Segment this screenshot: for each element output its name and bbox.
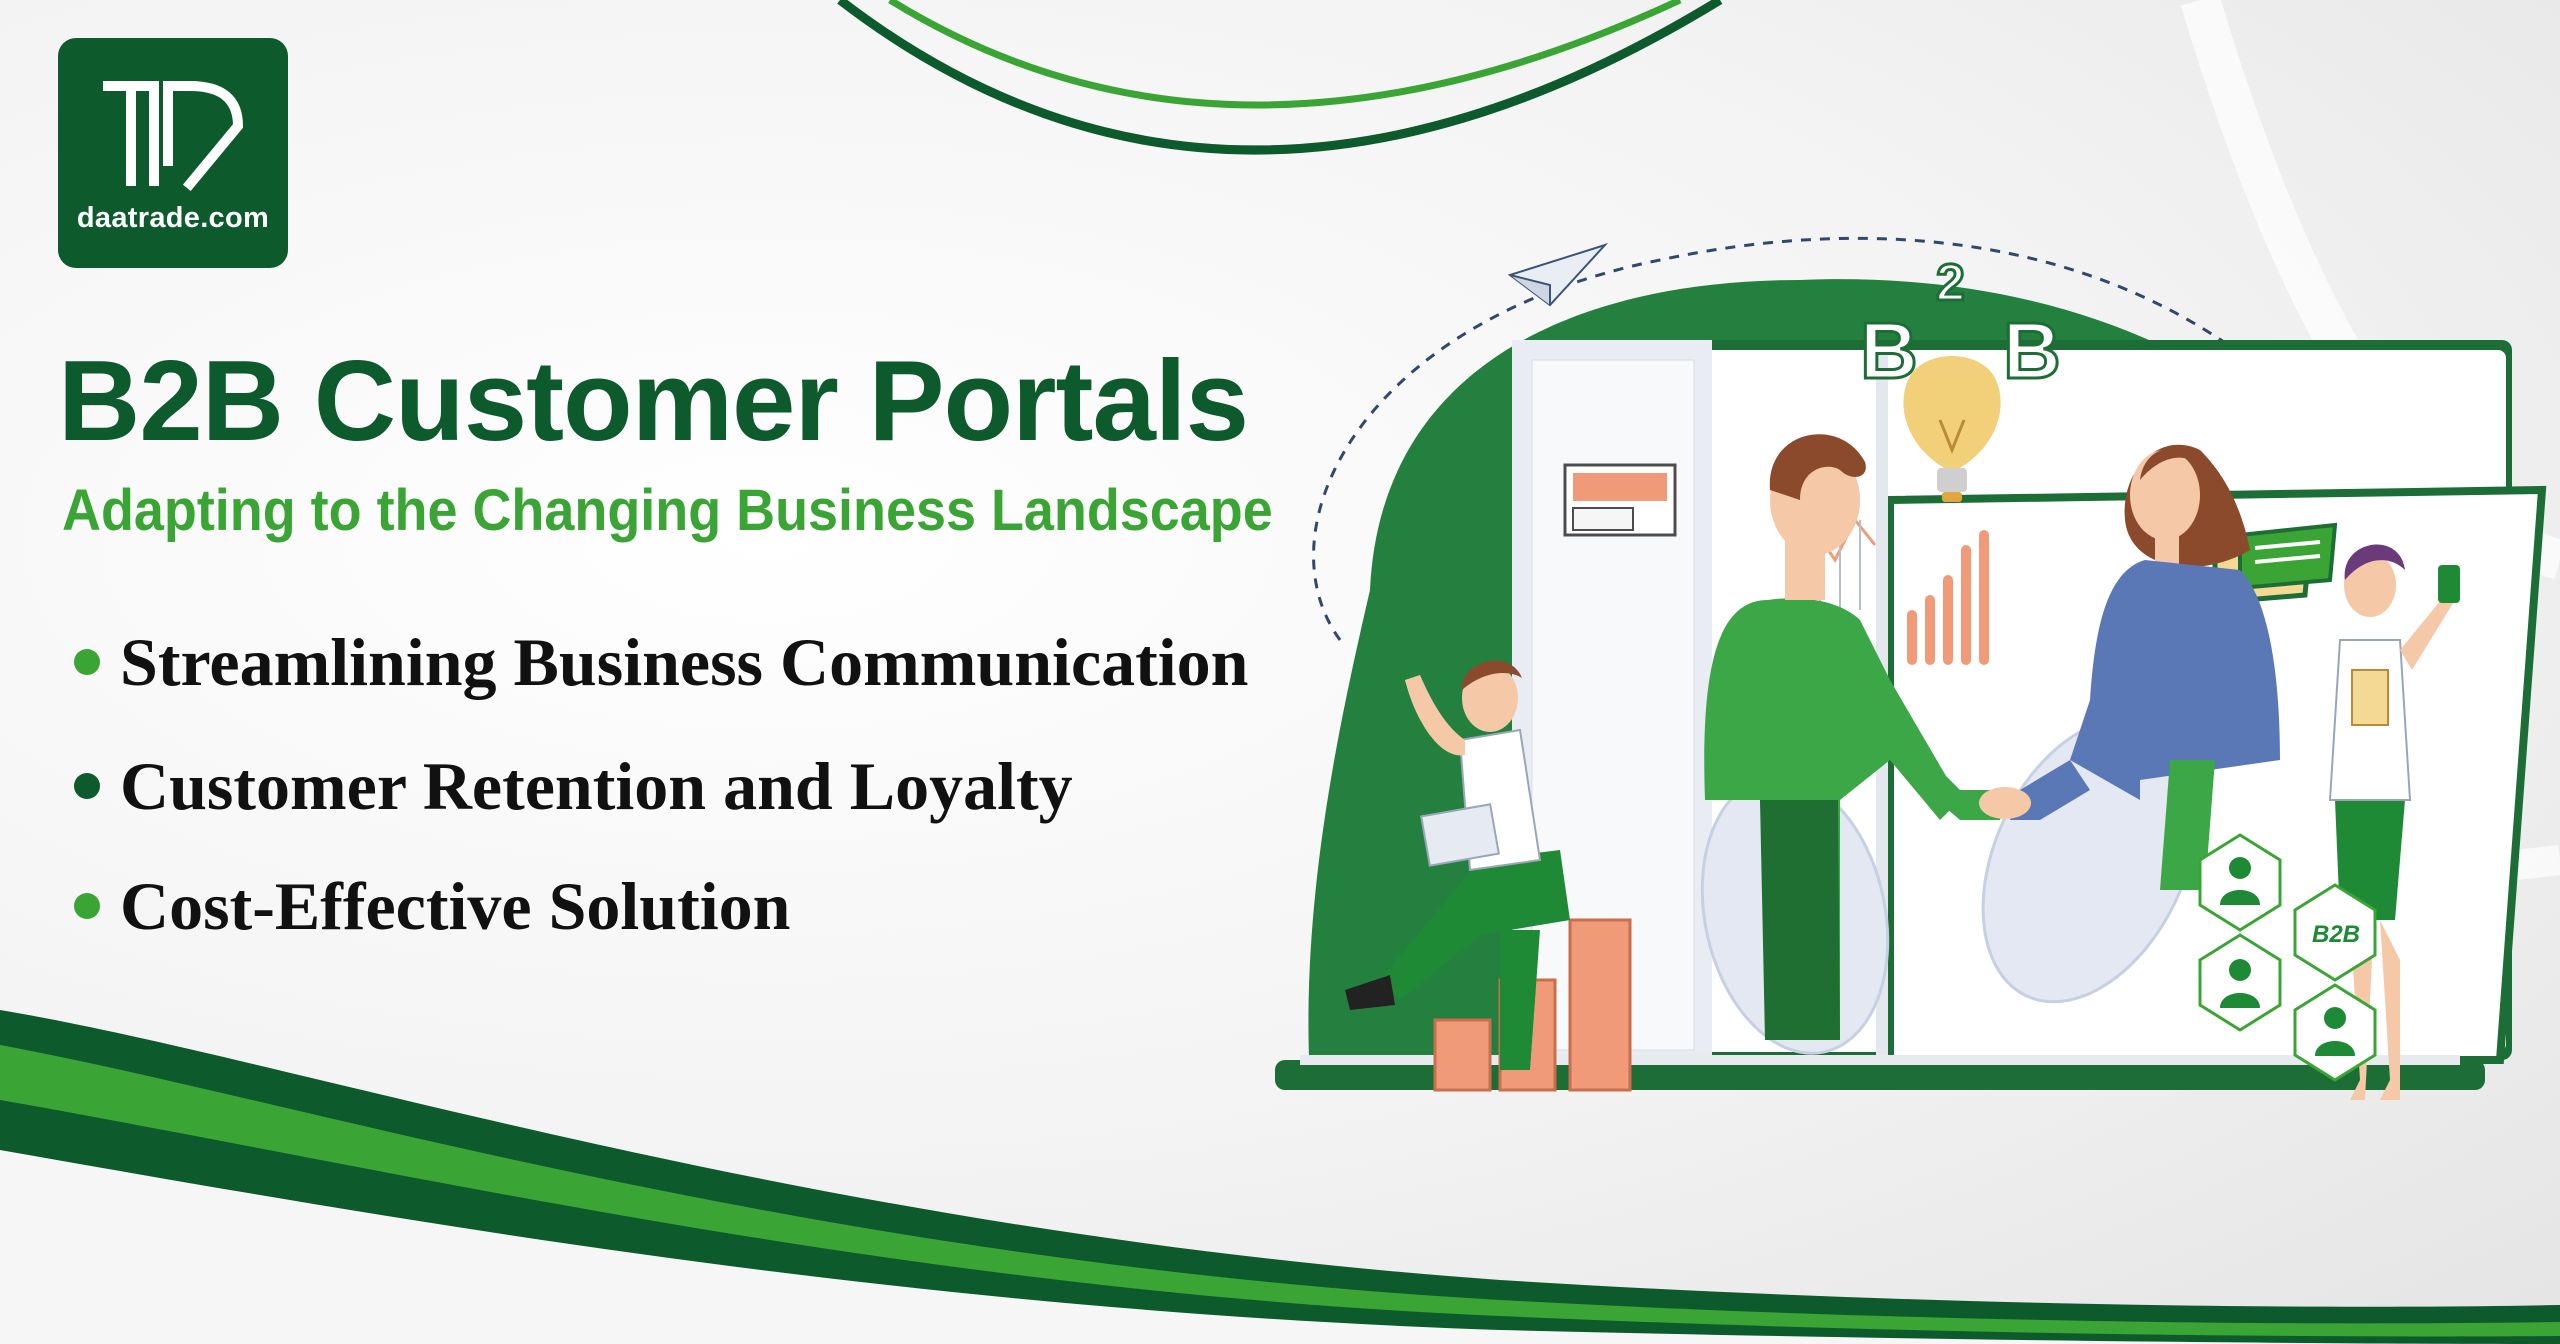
illustration-shape xyxy=(1405,675,1465,756)
illustration-shape xyxy=(1345,975,1395,1010)
illustration-shape xyxy=(2254,540,2321,564)
illustration-shape xyxy=(1903,356,2001,470)
illustration-shape xyxy=(1942,492,1962,502)
illustration-shape xyxy=(2380,920,2400,1100)
illustration-shape xyxy=(1760,800,1840,1040)
illustration-shape xyxy=(2229,959,2251,981)
illustration-shape xyxy=(1979,787,2031,819)
bullet-text: Streamlining Business Communication xyxy=(120,624,1249,700)
hex-user-icon xyxy=(2293,983,2377,1082)
illustration-shape xyxy=(2229,857,2251,879)
illustration-shape xyxy=(2335,800,2405,920)
illustration-shape xyxy=(2344,544,2405,580)
bullet-item: Cost-Effective Solution xyxy=(74,872,790,940)
bar-chart-widget xyxy=(1907,530,1989,665)
bullet-dot-icon xyxy=(74,893,100,919)
handshake-hands xyxy=(1979,787,2031,819)
illustration-shape xyxy=(2155,535,2179,565)
illustration-shape xyxy=(2351,669,2389,726)
top-arc xyxy=(837,0,1723,155)
bullet-dot-icon xyxy=(74,773,100,799)
page-subtitle: Adapting to the Changing Business Landsc… xyxy=(62,478,1273,543)
hex-b2b-label: B2B xyxy=(2312,921,2360,948)
bullet-text: Customer Retention and Loyalty xyxy=(120,748,1073,824)
bullet-item: Streamlining Business Communication xyxy=(74,628,1248,696)
illustration-shape xyxy=(2140,448,2200,480)
illustration-shape xyxy=(2400,595,2455,670)
illustration-shape xyxy=(2254,540,2321,550)
illustration-shape xyxy=(1573,473,1667,501)
bullet-dot-icon xyxy=(74,649,100,675)
hex-user-avatars xyxy=(2220,857,2355,1056)
illustration-shape xyxy=(0,1150,2560,1344)
hex-user-icon xyxy=(2293,883,2377,982)
illustration-shape xyxy=(163,81,244,192)
hexagon-user-icons xyxy=(2198,833,2377,1082)
hex-user-icon xyxy=(2198,833,2282,932)
illustration-shape xyxy=(2130,450,2200,540)
daatrade-logo-mark xyxy=(103,81,244,192)
illustration-shape xyxy=(837,0,1723,155)
seated-man xyxy=(1345,660,1632,1092)
illustration-shape xyxy=(1568,918,1632,1092)
brand-logo[interactable]: daatrade.com xyxy=(58,38,288,268)
illustration-shape xyxy=(1462,664,1518,732)
illustration-shape xyxy=(2254,554,2321,564)
illustration-shape xyxy=(1890,730,2010,820)
illustration-shape xyxy=(1769,434,1866,500)
b2b-letter-left: B xyxy=(1860,306,1918,395)
illustration-shape xyxy=(1572,507,1634,531)
b2b-title-letters: B B 2 xyxy=(1859,253,2063,397)
illustration-shape xyxy=(2344,553,2396,617)
lightbulb-icon xyxy=(1903,356,2001,502)
illustration-shape xyxy=(1380,850,1570,1000)
illustration-shape xyxy=(1507,242,1609,307)
illustration-shape xyxy=(2315,1041,2355,1056)
illustration-shape xyxy=(1937,468,1967,492)
illustration-shape xyxy=(2238,522,2338,591)
illustration-shape xyxy=(1420,803,1500,867)
hex-user-icon xyxy=(2198,933,2282,1032)
illustration-shape xyxy=(2070,560,2280,800)
illustration-shape xyxy=(2438,565,2460,603)
illustration-shape xyxy=(2220,890,2260,905)
illustration-shape xyxy=(2324,1007,2346,1029)
illustration-shape xyxy=(1938,419,1966,455)
dashed-path xyxy=(1312,236,2382,641)
illustration-shape xyxy=(1461,660,1522,690)
paper-plane-icon xyxy=(1507,242,1609,307)
illustration-shape xyxy=(888,0,1682,109)
page-title: B2B Customer Portals xyxy=(58,338,1249,465)
bullet-item: Customer Retention and Loyalty xyxy=(74,752,1073,820)
bullet-text: Cost-Effective Solution xyxy=(120,868,791,944)
b2b-letter-right: B xyxy=(2003,306,2061,395)
illustration-shape xyxy=(1509,274,1551,305)
man-green-jacket xyxy=(1704,434,2010,1040)
bottom-wave xyxy=(0,1010,2560,1344)
b2b-illustration: B B 2 xyxy=(1275,236,2547,1100)
illustration-shape xyxy=(103,81,244,192)
b2b-superscript: 2 xyxy=(1936,254,1965,312)
illustration-shape xyxy=(1433,1018,1492,1092)
dashboard-widget xyxy=(1563,463,1677,537)
illustration-shape xyxy=(2220,993,2260,1008)
logo-text: daatrade.com xyxy=(76,202,270,234)
illustration-shape xyxy=(1500,930,1540,1070)
illustration-shape xyxy=(1300,1055,2460,1065)
